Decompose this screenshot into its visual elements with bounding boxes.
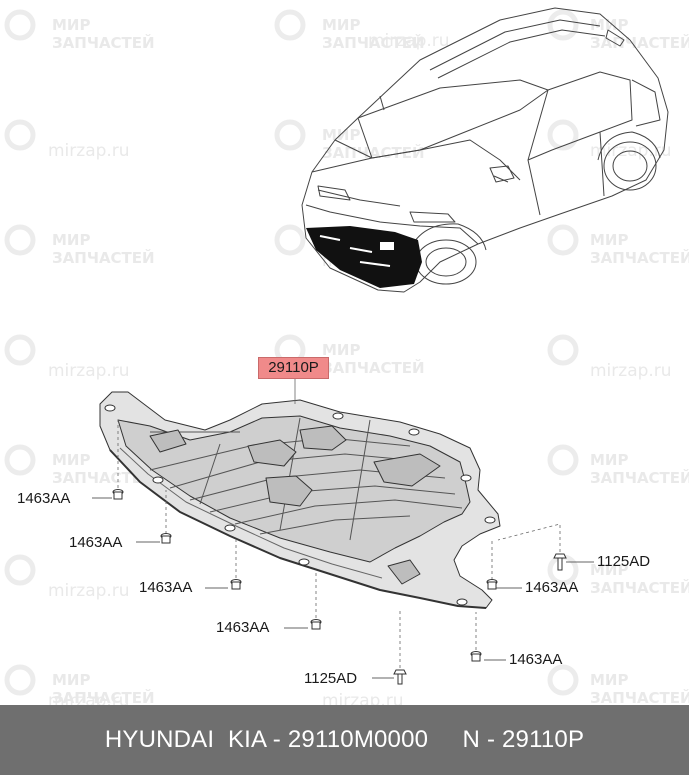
watermark-layer: МИРЗАПЧАСТЕЙМИРЗАПЧАСТЕЙМИРЗАПЧАСТЕЙМИРЗ…: [4, 9, 689, 705]
watermark-site: mirzap.ru: [48, 141, 130, 161]
watermark-brand-line2: ЗАПЧАСТЕЙ: [590, 578, 689, 597]
watermark-brand-line1: МИР: [322, 16, 360, 34]
watermark-brand-line2: ЗАПЧАСТЕЙ: [52, 468, 155, 487]
watermark-brand-line1: МИР: [590, 561, 628, 579]
engine-under-cover: [99, 391, 501, 609]
bolt-icon: [553, 553, 567, 571]
footer-part-number-bar: HYUNDAI KIA - 29110M0000 N - 29110P: [0, 705, 689, 775]
watermark-brand-line1: МИР: [52, 231, 90, 249]
watermark-brand-line1: МИР: [322, 126, 360, 144]
watermark-brand-line1: МИР: [52, 671, 90, 689]
watermark-brand-line1: МИР: [590, 16, 628, 34]
bolt-icon: [393, 669, 407, 685]
watermark-brand-line1: МИР: [52, 16, 90, 34]
watermark-brand-line2: ЗАПЧАСТЕЙ: [322, 33, 425, 52]
watermark-site: mirzap.ru: [590, 361, 672, 381]
watermark-site: mirzap.ru: [48, 691, 130, 705]
car-undercover-highlight: [306, 226, 422, 288]
callout-clip-1463aa: 1463AA: [216, 619, 270, 636]
watermark-brand-line1: МИР: [590, 231, 628, 249]
fasteners: [112, 489, 567, 685]
watermark-brand-line2: ЗАПЧАСТЕЙ: [322, 143, 425, 162]
watermark-brand-line1: МИР: [590, 451, 628, 469]
callout-clip-1463aa: 1463AA: [509, 651, 563, 668]
callout-clip-1463aa: 1463AA: [17, 490, 71, 507]
clip-icon: [112, 489, 124, 500]
watermark-site: mirzap.ru: [48, 581, 130, 601]
watermark-brand-line2: ЗАПЧАСТЕЙ: [590, 33, 689, 52]
watermark-brand-line2: ЗАПЧАСТЕЙ: [52, 248, 155, 267]
callout-clip-1463aa: 1463AA: [139, 579, 193, 596]
watermark-brand-line2: ЗАПЧАСТЕЙ: [590, 688, 689, 705]
watermark-site: mirzap.ru: [48, 361, 130, 381]
car-illustration: [301, 7, 669, 293]
clip-icon: [486, 579, 498, 590]
watermark-site: mirzap.ru: [368, 31, 450, 51]
watermark-brand-line1: МИР: [322, 341, 360, 359]
watermark-brand-line2: ЗАПЧАСТЕЙ: [590, 248, 689, 267]
clip-icon: [310, 619, 322, 630]
watermark-brand-line2: ЗАПЧАСТЕЙ: [52, 688, 155, 705]
watermark-brand-line1: МИР: [52, 451, 90, 469]
watermark-brand-line2: ЗАПЧАСТЕЙ: [322, 358, 425, 377]
part-number-tag: 29110P: [258, 357, 329, 379]
clip-icon: [470, 651, 482, 662]
watermark-site: mirzap.ru: [322, 691, 404, 705]
callout-bolt-1125ad: 1125AD: [304, 670, 358, 687]
callout-clip-1463aa: 1463AA: [525, 579, 579, 596]
watermark-brand-line1: МИР: [590, 671, 628, 689]
watermark-brand-line2: ЗАПЧАСТЕЙ: [52, 33, 155, 52]
parts-diagram: МИРЗАПЧАСТЕЙМИРЗАПЧАСТЕЙМИРЗАПЧАСТЕЙМИРЗ…: [4, 7, 689, 705]
callout-clip-1463aa: 1463AA: [69, 534, 123, 551]
callout-bolt-1125ad: 1125AD: [597, 553, 651, 570]
clip-icon: [230, 579, 242, 590]
clip-icon: [160, 533, 172, 544]
watermark-brand-line2: ЗАПЧАСТЕЙ: [590, 468, 689, 487]
leader-lines: [92, 379, 594, 679]
